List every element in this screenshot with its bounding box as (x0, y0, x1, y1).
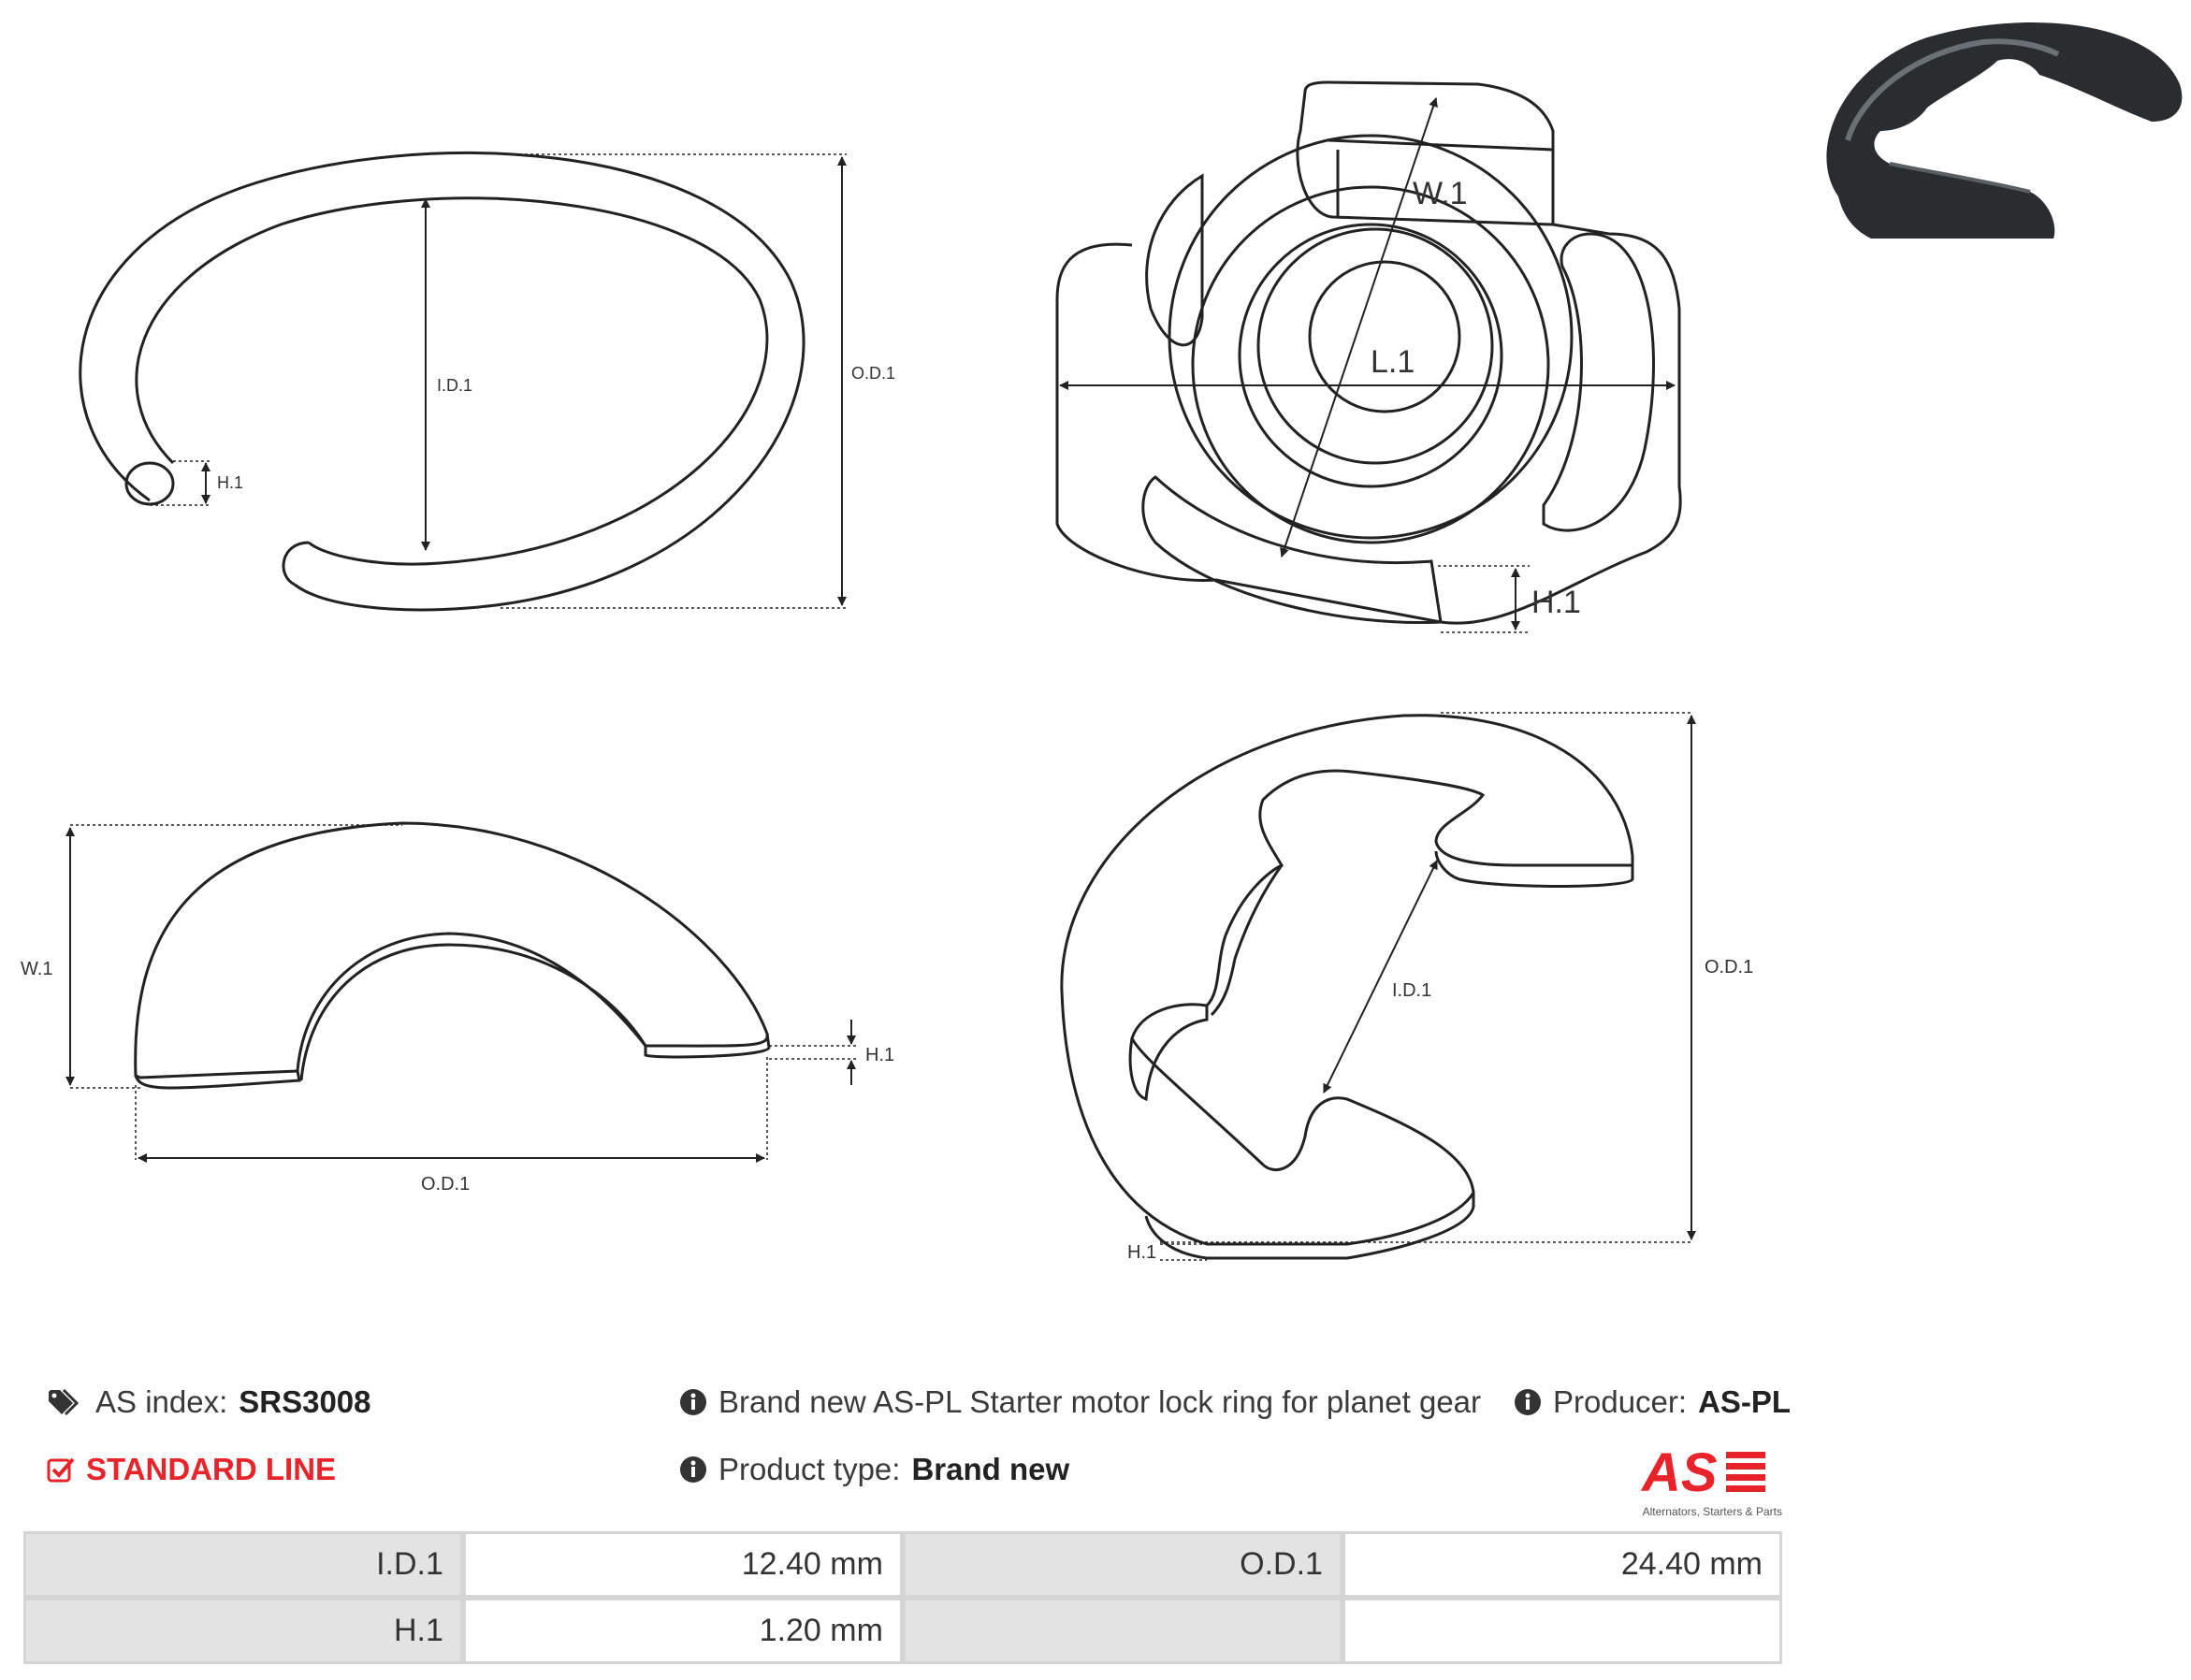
ring-side-w-label: W.1 (21, 959, 52, 979)
info-icon (680, 1389, 706, 1415)
description-text: Brand new AS-PL Starter motor lock ring … (718, 1384, 1482, 1419)
ring-iso-h-label: H.1 (1531, 585, 1581, 620)
spec-value: 24.40 mm (1342, 1531, 1782, 1598)
spec-label: I.D.1 (23, 1531, 463, 1598)
ring-front-id-label: I.D.1 (437, 376, 472, 395)
checkbox-icon (47, 1457, 75, 1483)
product-photo (1826, 22, 2183, 239)
as-pl-logo: AS Alternators, Starters & Parts (1604, 1442, 1782, 1518)
producer-label: Producer: (1553, 1384, 1688, 1419)
product-type-label: Product type: (718, 1452, 901, 1486)
product-type-row: Product type: Brand new (679, 1452, 1069, 1487)
spec-label: H.1 (23, 1598, 463, 1664)
description-row: Brand new AS-PL Starter motor lock ring … (679, 1384, 1481, 1420)
ring-front-od-label: O.D.1 (851, 364, 895, 383)
technical-drawings: I.D.1 O.D.1 H.1 W.1 L.1 H.1 (21, 22, 2183, 1263)
as-logo-mark: AS (1640, 1442, 1765, 1503)
ring-e-drawing (1060, 712, 1696, 1261)
ring-front-h-label: H.1 (217, 473, 243, 492)
spec-label (902, 1598, 1342, 1664)
specs-table: I.D.1 12.40 mm O.D.1 24.40 mm H.1 1.20 m… (23, 1531, 1782, 1664)
as-logo-text: AS (1640, 1442, 1718, 1499)
ring-side-drawing (65, 821, 856, 1163)
as-index-row: AS index: SRS3008 (47, 1384, 371, 1420)
ring-e-od-label: O.D.1 (1705, 957, 1753, 978)
spec-label: O.D.1 (902, 1531, 1342, 1598)
ring-side-h-label: H.1 (865, 1045, 894, 1065)
ring-front-drawing (79, 151, 847, 612)
info-icon (680, 1456, 706, 1483)
spec-value: 1.20 mm (462, 1598, 903, 1664)
spec-value: 12.40 mm (462, 1531, 903, 1598)
ring-iso-drawing (1055, 80, 1682, 633)
spec-value (1342, 1598, 1782, 1664)
ring-iso-l-label: L.1 (1371, 344, 1415, 380)
ring-iso-w-label: W.1 (1413, 176, 1468, 211)
standard-line-label: STANDARD LINE (86, 1452, 337, 1486)
as-index-label: AS index: (95, 1384, 228, 1419)
tags-icon (49, 1388, 80, 1416)
standard-line-row: STANDARD LINE (47, 1452, 336, 1487)
producer-row: Producer: AS-PL (1514, 1384, 1791, 1420)
product-type-value: Brand new (911, 1452, 1070, 1486)
logo-tagline: Alternators, Starters & Parts (1642, 1505, 1782, 1518)
ring-e-id-label: I.D.1 (1392, 980, 1431, 1001)
table-row: H.1 1.20 mm (23, 1598, 1782, 1664)
as-index-value: SRS3008 (239, 1384, 371, 1419)
producer-value: AS-PL (1698, 1384, 1792, 1419)
ring-side-od-label: O.D.1 (421, 1174, 470, 1195)
info-icon (1515, 1389, 1541, 1415)
table-row: I.D.1 12.40 mm O.D.1 24.40 mm (23, 1531, 1782, 1598)
ring-e-h-label: H.1 (1127, 1242, 1156, 1263)
